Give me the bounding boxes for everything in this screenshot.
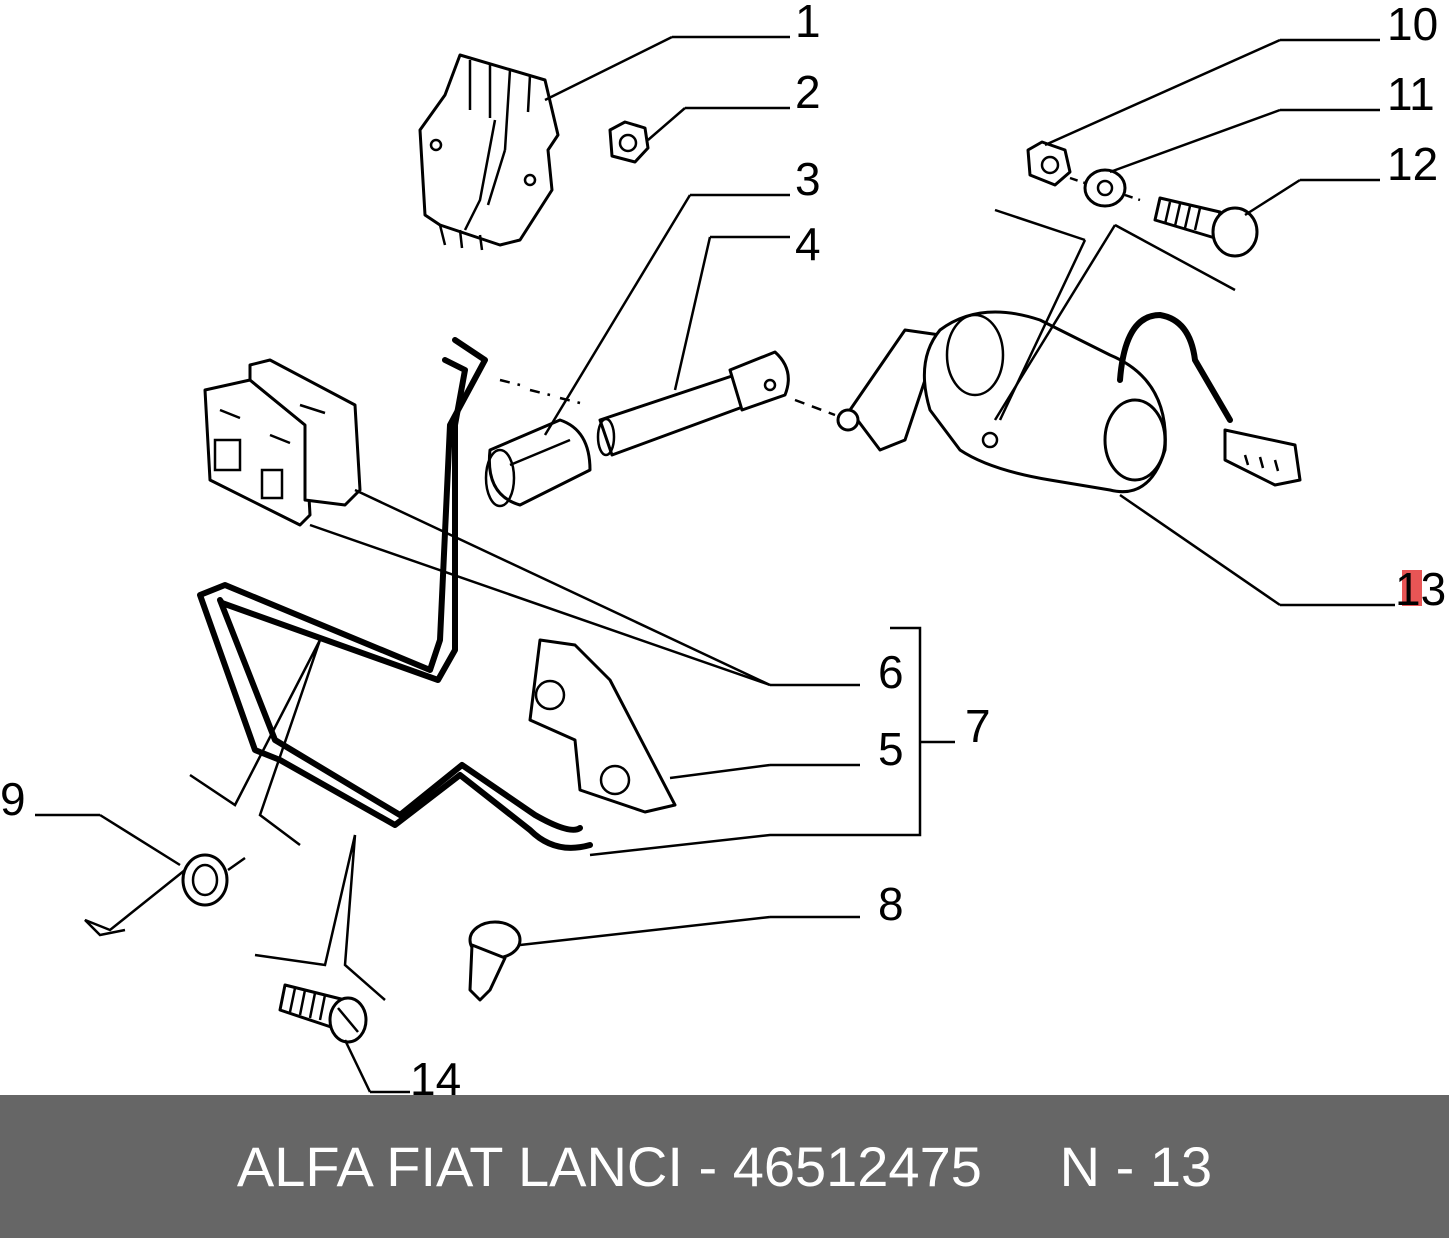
part-6-bracket [203, 358, 362, 527]
leader-1 [544, 35, 673, 102]
callout-11: 11 [1387, 68, 1435, 120]
callout-6: 6 [878, 646, 904, 698]
part-14-screw [278, 983, 368, 1044]
part-12-bolt [1153, 196, 1259, 258]
footer-bar: ALFA FIAT LANCI - 46512475 N - 13 [0, 1095, 1449, 1238]
callout-9: 9 [0, 773, 26, 825]
callout-12: 12 [1387, 138, 1438, 190]
part-9-spring [84, 853, 246, 937]
part-4-shaft [596, 350, 790, 457]
part-8-clip [468, 920, 522, 1002]
part-3-sleeve [484, 418, 592, 508]
callout-14: 14 [410, 1053, 461, 1095]
callout-10: 10 [1387, 0, 1438, 50]
part-5-pedal [528, 638, 677, 814]
callout-8: 8 [878, 878, 904, 930]
part-11-washer [1083, 168, 1127, 208]
callout-2: 2 [795, 66, 821, 118]
highlight-marker [1402, 570, 1422, 606]
callout-5: 5 [878, 723, 904, 775]
parts-diagram: 1 2 3 4 5 6 7 8 9 10 11 12 13 14 [0, 0, 1446, 1095]
callout-3: 3 [795, 153, 821, 205]
rod [197, 337, 593, 851]
callout-7: 7 [965, 700, 991, 752]
part-1-connector [418, 53, 560, 251]
part-13-motor [836, 310, 1302, 494]
callout-13: 13 [1395, 563, 1446, 615]
part-10-nut [1026, 140, 1072, 187]
footer-caption: ALFA FIAT LANCI - 46512475 N - 13 [236, 1135, 1213, 1198]
part-2-nut [608, 120, 650, 164]
callout-4: 4 [795, 218, 821, 270]
callout-1: 1 [795, 0, 821, 47]
